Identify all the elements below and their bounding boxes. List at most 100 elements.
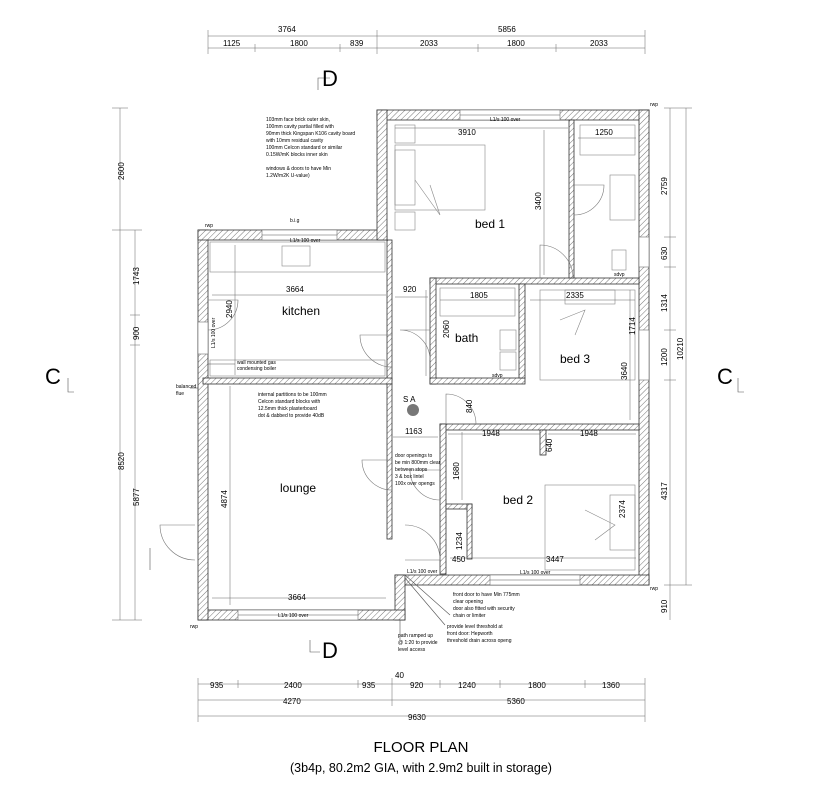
room-label-bed-2: bed 2 (503, 493, 533, 507)
dim-bottom-seg-1: 935 (210, 681, 224, 690)
room-label-bed-1: bed 1 (475, 217, 505, 231)
dim-1250: 1250 (595, 128, 613, 137)
svg-text:path ramped up: path ramped up (398, 633, 433, 639)
rwp-label-bottom-right: rwp (650, 586, 658, 592)
dim-right-4317: 4317 (660, 482, 669, 500)
svg-text:with 10mm residual cavity: with 10mm residual cavity (266, 138, 324, 144)
dim-2374: 2374 (618, 500, 627, 518)
note-front-door: front door to have Min 775mm clear openi… (453, 592, 520, 619)
internal-dimension-lines (212, 127, 636, 605)
soil-stack-marker (407, 404, 419, 416)
svg-text:condensing boiler: condensing boiler (237, 366, 277, 372)
dim-1714: 1714 (628, 317, 637, 335)
dim-left-900: 900 (132, 326, 141, 340)
svg-text:1.2W/m2K U-value): 1.2W/m2K U-value) (266, 173, 310, 179)
dim-left-8520: 8520 (117, 452, 126, 470)
dim-3640: 3640 (620, 362, 629, 380)
dim-bottom-seg-5: 920 (410, 681, 424, 690)
svg-text:door also fitted with security: door also fitted with security (453, 606, 515, 612)
rwp-label-bottom-left: rwp (190, 624, 198, 630)
section-d-bottom: D (322, 638, 338, 663)
dim-bottom-seg-6: 1240 (458, 681, 476, 690)
svg-text:wall mounted gas: wall mounted gas (237, 360, 276, 366)
lintel-label-top: L1/s 100 over (490, 117, 521, 123)
dim-right-1200: 1200 (660, 348, 669, 366)
dim-1805: 1805 (470, 291, 488, 300)
dim-right-910: 910 (660, 599, 669, 613)
dim-bottom-5360: 5360 (507, 697, 525, 706)
svg-text:windows & doors to have Min: windows & doors to have Min (266, 166, 331, 172)
svg-text:be min 800mm clear: be min 800mm clear (395, 460, 441, 466)
dim-3400: 3400 (534, 192, 543, 210)
dim-2060: 2060 (442, 320, 451, 338)
dim-3664-top: 3664 (286, 285, 304, 294)
dim-left-2600: 2600 (117, 162, 126, 180)
dim-bottom-seg-4: 40 (395, 671, 404, 680)
dim-right-630: 630 (660, 246, 669, 260)
dim-top-seg-1: 1125 (223, 39, 241, 48)
svg-text:103mm face brick outer skin,: 103mm face brick outer skin, (266, 117, 330, 123)
dim-bottom-seg-7: 1800 (528, 681, 546, 690)
note-path: path ramped up @ 1:20 to provide level a… (398, 633, 438, 653)
svg-text:dot & dabbed to provide 40dB: dot & dabbed to provide 40dB (258, 413, 325, 419)
svg-text:chain or limiter: chain or limiter (453, 613, 486, 619)
dim-bottom-seg-2: 2400 (284, 681, 302, 690)
note-door-openings: door openings to be min 800mm clear betw… (395, 453, 441, 487)
soil-stack-label: S A (403, 395, 416, 404)
door-swings (159, 184, 605, 561)
section-d-top: D (322, 66, 338, 91)
svg-text:balanced: balanced (176, 384, 197, 390)
internal-partitions (202, 119, 640, 575)
room-label-kitchen: kitchen (282, 304, 320, 318)
dim-1680: 1680 (452, 462, 461, 480)
note-threshold: provide level threshold at front door: H… (447, 624, 512, 644)
svg-text:Celcon standard blocks with: Celcon standard blocks with (258, 399, 320, 405)
dim-top-overall-left: 3764 (278, 25, 296, 34)
svg-text:3 & box lintel: 3 & box lintel (395, 474, 424, 480)
sdvp-label-ensuite: sdvp (614, 272, 625, 278)
plan-title: FLOOR PLAN (373, 739, 468, 756)
section-markers (67, 77, 744, 653)
dim-2940: 2940 (225, 300, 234, 318)
lintel-label-bed-2: L1/s 100 over (520, 570, 551, 576)
dim-1234: 1234 (455, 532, 464, 550)
svg-text:0.15W/mK blocks inner skin: 0.15W/mK blocks inner skin (266, 152, 328, 158)
dim-left-5877: 5877 (132, 488, 141, 506)
dim-1948-a: 1948 (482, 429, 500, 438)
room-label-lounge: lounge (280, 481, 316, 495)
dim-top-seg-4: 2033 (420, 39, 438, 48)
plan-subtitle: (3b4p, 80.2m2 GIA, with 2.9m2 built in s… (290, 761, 552, 775)
rwp-label-kitchen: rwp (205, 223, 213, 229)
dim-bottom-seg-3: 935 (362, 681, 376, 690)
dim-2335: 2335 (566, 291, 584, 300)
note-boiler: wall mounted gas condensing boiler (237, 360, 277, 372)
dim-left-1743: 1743 (132, 267, 141, 285)
dim-right-2759: 2759 (660, 177, 669, 195)
dim-bottom-seg-8: 1360 (602, 681, 620, 690)
dim-450: 450 (452, 555, 466, 564)
dim-right-1314: 1314 (660, 294, 669, 312)
svg-text:90mm thick Kingspan K106 cavit: 90mm thick Kingspan K106 cavity board (266, 131, 355, 137)
dim-bottom-9630: 9630 (408, 713, 426, 722)
svg-text:between stops: between stops (395, 467, 428, 473)
svg-text:100x over opengs: 100x over opengs (395, 481, 435, 487)
lintel-label-entry: L1/s 100 over (407, 569, 438, 575)
svg-text:@ 1:20 to provide: @ 1:20 to provide (398, 640, 438, 646)
svg-text:clear opening: clear opening (453, 599, 483, 605)
dim-640: 640 (545, 438, 554, 452)
room-label-bed-3: bed 3 (560, 352, 590, 366)
note-flue: balanced flue (176, 384, 197, 397)
sdvp-label-bath: sdvp (492, 373, 503, 379)
dim-3664-bottom: 3664 (288, 593, 306, 602)
section-c-left: C (45, 364, 61, 389)
big-label: b.i.g (290, 218, 300, 224)
dim-right-10210: 10210 (676, 337, 685, 360)
svg-text:100mm cavity partial filled w: 100mm cavity partial filled with (266, 124, 334, 130)
note-partitions: internal partitions to be 100mm Celcon s… (258, 392, 327, 419)
svg-text:provide level threshold at: provide level threshold at (447, 624, 503, 630)
lintel-label-kitchen-side: L1/s 100 over (211, 317, 217, 348)
svg-text:level access: level access (398, 647, 426, 653)
dim-3910: 3910 (458, 128, 476, 137)
svg-text:threshold drain across openg: threshold drain across openg (447, 638, 512, 644)
